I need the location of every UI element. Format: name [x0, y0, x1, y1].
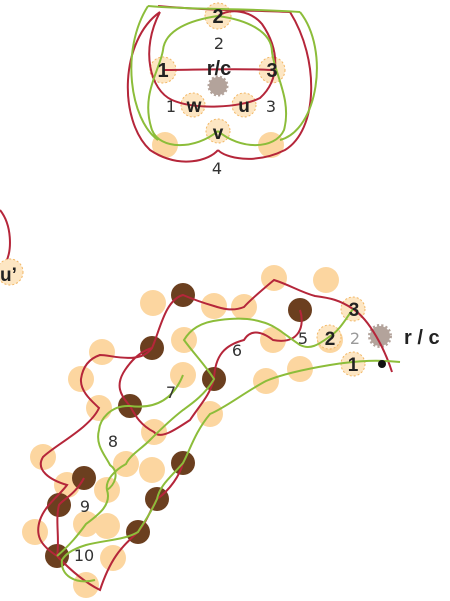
top-node-v: v: [213, 123, 224, 144]
top-node-w: w: [186, 96, 202, 117]
top-label-3: 3: [266, 97, 276, 116]
main-node-3: 3: [349, 300, 360, 321]
bead-light: [73, 572, 99, 598]
main-label-6: 6: [232, 341, 242, 360]
top-label-4: 4: [212, 159, 222, 178]
bead-light: [139, 457, 165, 483]
bead-grey: [368, 324, 392, 348]
side-fragment: u’: [0, 209, 24, 286]
thread-knot: [378, 360, 386, 368]
top-label-1: 1: [166, 97, 176, 116]
top-label-2: 2: [214, 34, 224, 53]
top-diagram: 2 2 1 r/c 3 1 w u 3 v 4: [126, 2, 318, 178]
green-thread: [56, 308, 401, 583]
main-node-rc: r / c: [404, 327, 440, 349]
main-label-10: 10: [74, 546, 94, 565]
main-node-1: 1: [348, 355, 359, 376]
bead-light: [22, 519, 48, 545]
green-thread: [130, 5, 318, 147]
top-node-rc: r/c: [207, 58, 231, 80]
bead-light: [287, 356, 313, 382]
side-node-u-prime: u’: [0, 265, 17, 286]
red-thread: [0, 209, 11, 263]
main-label-2-grey: 2: [350, 329, 360, 348]
main-label-8: 8: [108, 432, 118, 451]
bead-grey: [207, 75, 229, 97]
bead-dashed: [0, 258, 24, 286]
top-node-2: 2: [212, 6, 223, 28]
main-label-9: 9: [80, 497, 90, 516]
main-node-2: 2: [325, 329, 336, 350]
top-node-u: u: [238, 96, 250, 117]
bead-light: [89, 339, 115, 365]
bead-light: [313, 267, 339, 293]
red-thread: [37, 278, 393, 592]
main-label-7: 7: [166, 383, 176, 402]
bead-light: [94, 513, 120, 539]
main-label-5: 5: [298, 329, 308, 348]
bead-light: [140, 290, 166, 316]
top-node-1: 1: [157, 60, 168, 82]
top-node-3: 3: [266, 60, 277, 82]
main-diagram: 3 5 2 2 r / c 1 6 7 8 9 10: [22, 265, 440, 598]
